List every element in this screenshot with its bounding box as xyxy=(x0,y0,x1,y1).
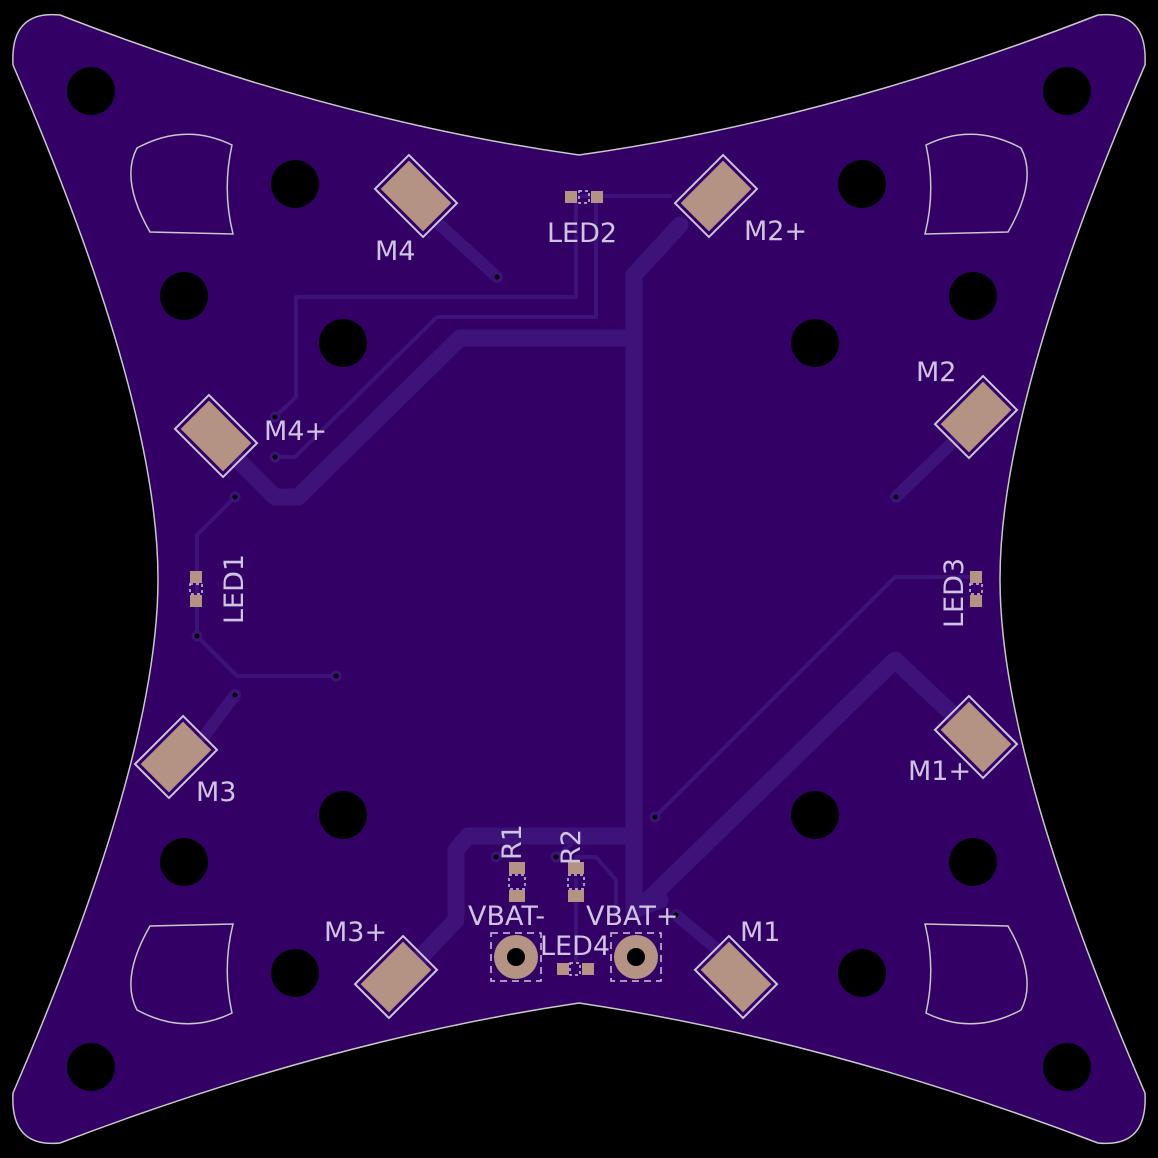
label-led4: LED4 xyxy=(540,931,610,962)
drill-holes xyxy=(67,67,1091,1091)
label-led3: LED3 xyxy=(939,558,970,628)
label-m1: M1 xyxy=(740,917,780,948)
r1-footprint xyxy=(508,862,526,902)
vias xyxy=(191,271,902,921)
label-led2: LED2 xyxy=(547,218,617,249)
label-r1: R1 xyxy=(497,824,528,860)
led3-footprint xyxy=(969,571,983,607)
label-m3: M3 xyxy=(196,777,236,808)
label-m3-plus: M3+ xyxy=(324,917,387,948)
label-m2-plus: M2+ xyxy=(744,216,807,247)
led1-footprint xyxy=(189,571,203,607)
vbat-minus-pad xyxy=(490,932,542,982)
motor-pad-m1 xyxy=(693,934,779,1020)
label-m4-plus: M4+ xyxy=(264,416,327,447)
motor-pad-m3-plus xyxy=(353,934,439,1020)
motor-pad-m4 xyxy=(373,153,459,239)
label-m4: M4 xyxy=(375,236,415,267)
led4-footprint xyxy=(557,962,594,976)
motor-pad-m2-plus xyxy=(673,153,759,239)
motor-pad-m1-plus xyxy=(933,694,1019,780)
motor-pad-m2 xyxy=(933,374,1019,460)
motor-pad-m3 xyxy=(133,714,219,800)
vbat-plus-pad xyxy=(610,932,662,982)
label-led1: LED1 xyxy=(219,554,250,624)
label-r2: R2 xyxy=(556,829,587,865)
r2-footprint xyxy=(567,862,585,902)
label-m1-plus: M1+ xyxy=(908,756,971,787)
motor-pad-m4-plus xyxy=(173,393,259,479)
label-vbat-plus: VBAT+ xyxy=(586,901,678,932)
label-vbat-minus: VBAT- xyxy=(468,901,545,932)
led2-footprint xyxy=(565,190,603,204)
label-m2: M2 xyxy=(916,357,956,388)
corner-mount-outlines xyxy=(130,133,1028,1025)
